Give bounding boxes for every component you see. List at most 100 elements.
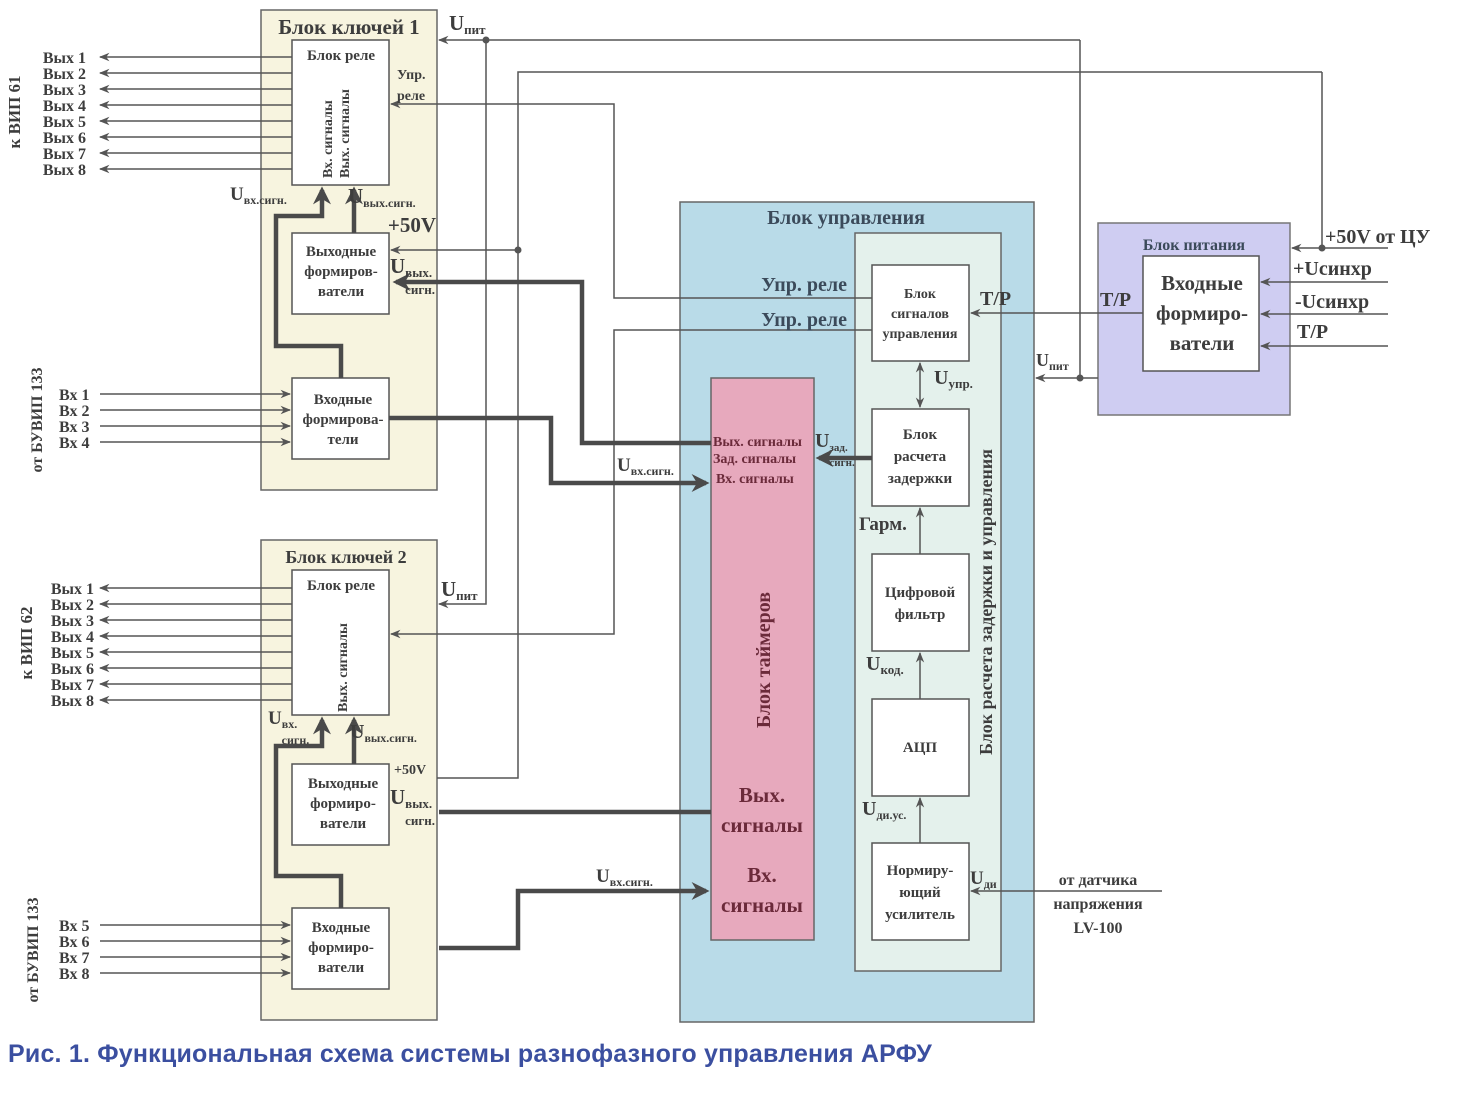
output-label-2-5: Вых 5 (51, 645, 94, 662)
u-out-sig-label-1: Uвых.сигн. (348, 184, 416, 210)
output-label-2-8: Вых 8 (51, 693, 94, 710)
input-shapers-box-1 (291, 377, 390, 460)
junction-dots (482, 36, 1326, 382)
power-shapers-text-line-3: ватели (1170, 331, 1235, 355)
u-in-sig-label-top: Uвх.сигн. (617, 455, 674, 478)
control-signals-box-text-line-2: сигналов (891, 307, 949, 322)
bus-block2-in-to-timer (439, 882, 710, 951)
output-label-2-6: Вых 6 (51, 661, 94, 678)
output-shapers-2-line-3: ватели (320, 816, 367, 832)
output-label-1-8: Вых 8 (43, 162, 86, 179)
timer-out-big-line-1: Вых. (739, 783, 785, 807)
output-label-1-4: Вых 4 (43, 98, 86, 115)
timer-block (710, 377, 815, 941)
input-label-1-2: Вх 2 (59, 403, 89, 420)
input-side-label-1: от БУВИП 133 (29, 368, 46, 473)
relay-ctrl-label-2: Упр. реле (761, 309, 847, 331)
tr-label-power: Т/Р (1100, 289, 1131, 311)
u-out-label-1: Uвых. (390, 254, 432, 280)
input-label-2-2: Вх 6 (59, 934, 89, 951)
timer-in-big-line-1: Вх. (747, 863, 776, 887)
amplifier-box-text-line-1: Нормиру- (887, 863, 954, 879)
input-label-2-3: Вх 7 (59, 950, 89, 967)
u-in-sig-label-bottom: Uвх.сигн. (596, 866, 653, 889)
u-ctrl-label: Uупр. (934, 367, 973, 391)
relay-2-vertical-out: Вых. сигналы (336, 623, 351, 712)
sensor-label-line-3: LV-100 (1074, 920, 1123, 937)
input-tr-label: Т/Р (1297, 321, 1328, 343)
u-out-label-1-sub2: сигн. (405, 282, 435, 297)
bus-in-to-relay-2 (273, 716, 344, 908)
input-label-2-4: Вх 8 (59, 966, 89, 983)
bus-in-to-relay-1 (273, 186, 344, 378)
relay-1-title: Блок реле (307, 48, 375, 64)
control-signals-box (871, 264, 970, 362)
amplifier-box-text-line-3: усилитель (885, 907, 955, 923)
relay-1-vertical-out: Вых. сигналы (338, 89, 353, 178)
digital-filter-box-text-line-1: Цифровой (885, 585, 956, 601)
timer-out-big-line-2: сигналы (721, 813, 803, 837)
plus50-label-2: +50V (394, 763, 426, 778)
input-plus50-label: +50V от ЦУ (1325, 226, 1431, 248)
wire-50v-top (437, 71, 1322, 779)
input-label-2-1: Вх 5 (59, 918, 89, 935)
u-delay-label: Uзад. (815, 430, 848, 454)
sensor-label-line-2: напряжения (1053, 896, 1143, 913)
u-out-label-2-sub2: сигн. (405, 813, 435, 828)
amplifier-box-text-line-2: ющий (899, 885, 941, 901)
output-shapers-2-line-1: Выходные (308, 776, 379, 792)
u-pit-label-2: Uпит (441, 577, 478, 603)
timer-port-delay: Зад. сигналы (713, 452, 796, 467)
output-shapers-2-line-2: формиро- (310, 796, 376, 812)
delay-unit-title: Блок расчета задержки и управления (976, 449, 996, 755)
output-label-2-3: Вых 3 (51, 613, 94, 630)
output-label-1-7: Вых 7 (43, 146, 86, 163)
u-code-label: Uкод. (866, 653, 904, 677)
wire-relay-ctrl-1 (389, 99, 872, 299)
output-shapers-box-1 (291, 232, 390, 315)
control-signals-box-text-line-3: управления (882, 327, 957, 342)
input-shapers-2-line-1: Входные (312, 920, 371, 936)
pin-wires (98, 52, 292, 978)
u-delay-label-sub2: сигн. (829, 457, 855, 469)
output-shapers-1-line-1: Выходные (306, 244, 377, 260)
input-label-1-3: Вх 3 (59, 419, 89, 436)
u-in-sig-label-2: Uвх. (268, 708, 297, 731)
digital-filter-box (871, 553, 970, 652)
input-shapers-1-line-1: Входные (314, 392, 373, 408)
delay-calc-box (871, 408, 970, 507)
input-shapers-box-2 (291, 907, 390, 990)
relay-1-ctrl-line-2: реле (397, 89, 425, 104)
relay-1-ctrl-line-1: Упр. (397, 68, 425, 83)
control-block-title: Блок управления (767, 207, 925, 229)
plus50-label-1: +50V (388, 213, 436, 237)
input-label-1-1: Вх 1 (59, 387, 89, 404)
relay-box-1 (291, 39, 390, 186)
output-shapers-1-line-2: формиров- (304, 264, 377, 280)
output-shapers-box-2 (291, 763, 390, 846)
input-label-1-4: Вх 4 (59, 435, 89, 452)
figure-caption: Рис. 1. Функциональная схема системы раз… (8, 1040, 932, 1068)
timer-port-out: Вых. сигналы (713, 435, 802, 450)
power-block-title: Блок питания (1143, 237, 1245, 254)
power-shapers-text-line-2: формиро- (1156, 301, 1248, 325)
u-dius-label: Uди.ус. (862, 798, 906, 822)
thick-buses (273, 186, 872, 951)
relay-box-2 (291, 569, 390, 716)
timer-in-big-line-2: сигналы (721, 893, 803, 917)
timer-block-title: Блок таймеров (753, 592, 775, 728)
u-in-sig-label-2-sub2: сигн. (282, 733, 310, 747)
sensor-label-line-1: от датчика (1059, 872, 1137, 889)
output-label-2-7: Вых 7 (51, 677, 94, 694)
output-label-1-2: Вых 2 (43, 66, 86, 83)
adc-box (871, 698, 970, 797)
input-shapers-1-line-3: тели (327, 432, 358, 448)
delay-calc-box-text-line-3: задержки (888, 471, 953, 487)
tr-label-inner: Т/Р (980, 288, 1011, 310)
output-label-1-6: Вых 6 (43, 130, 86, 147)
output-label-2-1: Вых 1 (51, 581, 94, 598)
wire-upit-down (437, 40, 487, 609)
amplifier-box (871, 842, 970, 941)
bus-block1-in-to-timer (389, 415, 710, 492)
